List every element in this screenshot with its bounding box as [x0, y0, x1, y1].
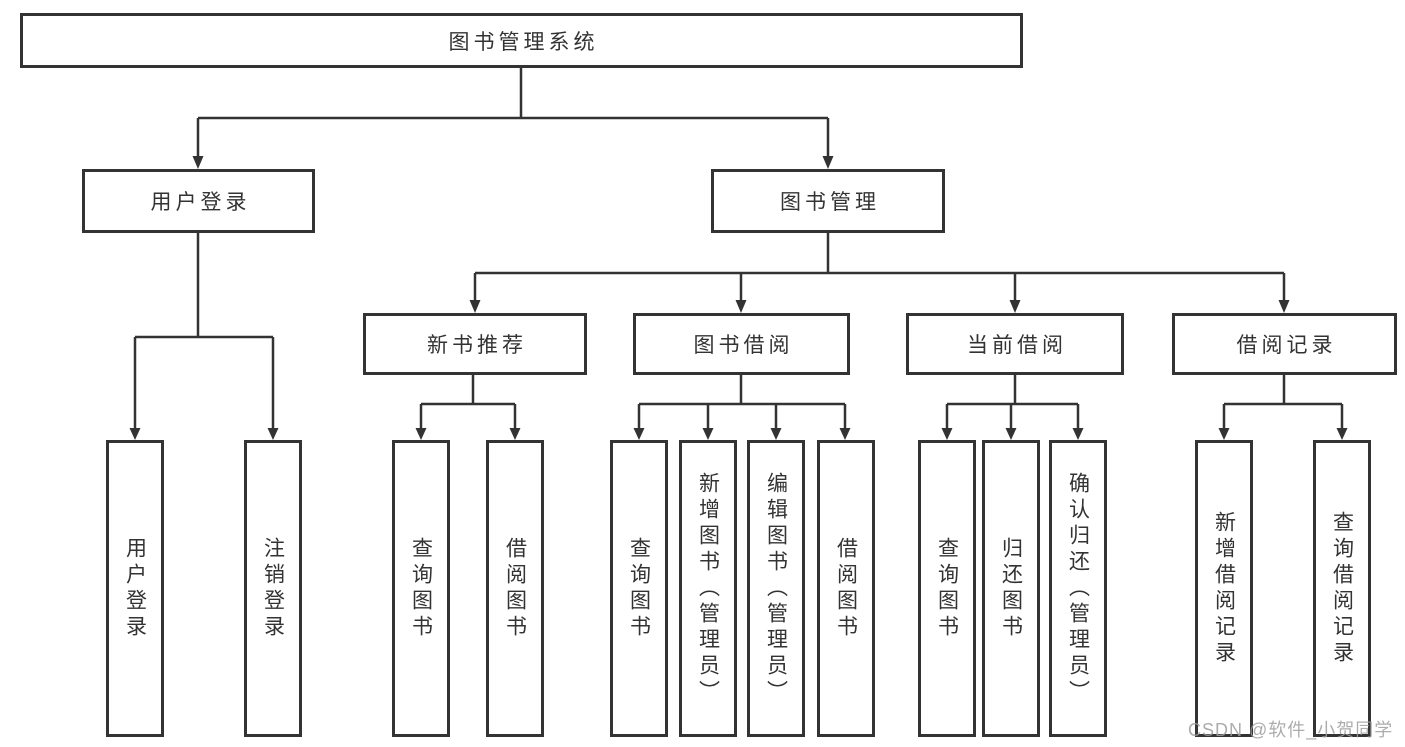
- leaf-label: 确认归还（管理员）: [1066, 471, 1090, 706]
- node-user-login: 用户登录: [82, 169, 315, 233]
- leaf-label: 查询借阅记录: [1330, 510, 1354, 667]
- leaf-query-borrow-record: 查询借阅记录: [1313, 440, 1371, 737]
- leaf-label: 编辑图书（管理员）: [764, 471, 788, 706]
- leaf-borrow-books-recommend: 借阅图书: [486, 440, 544, 737]
- leaf-query-books-borrow: 查询图书: [610, 440, 668, 737]
- node-book-management: 图书管理: [711, 169, 945, 233]
- leaf-borrow-books: 借阅图书: [817, 440, 875, 737]
- leaf-label: 注销登录: [261, 536, 285, 641]
- leaf-edit-books-admin: 编辑图书（管理员）: [747, 440, 805, 737]
- leaf-label: 归还图书: [999, 536, 1023, 641]
- leaf-query-books-current: 查询图书: [918, 440, 976, 737]
- arrowhead-icons: [129, 156, 1348, 440]
- leaf-add-borrow-record: 新增借阅记录: [1195, 440, 1253, 737]
- leaf-label: 查询图书: [935, 536, 959, 641]
- leaf-label: 借阅图书: [834, 536, 858, 641]
- leaf-label: 查询图书: [409, 536, 433, 641]
- leaf-query-books-recommend: 查询图书: [392, 440, 450, 737]
- leaf-logout: 注销登录: [244, 440, 302, 737]
- leaf-label: 新增图书（管理员）: [696, 471, 720, 706]
- leaf-return-books: 归还图书: [982, 440, 1040, 737]
- node-borrow-records: 借阅记录: [1172, 313, 1397, 375]
- leaf-label: 查询图书: [627, 536, 651, 641]
- leaf-label: 借阅图书: [503, 536, 527, 641]
- watermark-text: CSDN @软件_小贺同学: [1188, 720, 1394, 740]
- leaf-confirm-return-admin: 确认归还（管理员）: [1049, 440, 1107, 737]
- connector-edges: [133, 68, 1344, 428]
- node-current-borrow: 当前借阅: [906, 313, 1124, 375]
- node-book-borrow: 图书借阅: [633, 313, 850, 375]
- leaf-user-login: 用户登录: [106, 440, 164, 737]
- leaf-add-books-admin: 新增图书（管理员）: [679, 440, 737, 737]
- node-system-root: 图书管理系统: [20, 13, 1023, 68]
- leaf-label: 新增借阅记录: [1212, 510, 1236, 667]
- leaf-label: 用户登录: [123, 536, 147, 641]
- node-new-book-recommend: 新书推荐: [363, 313, 587, 375]
